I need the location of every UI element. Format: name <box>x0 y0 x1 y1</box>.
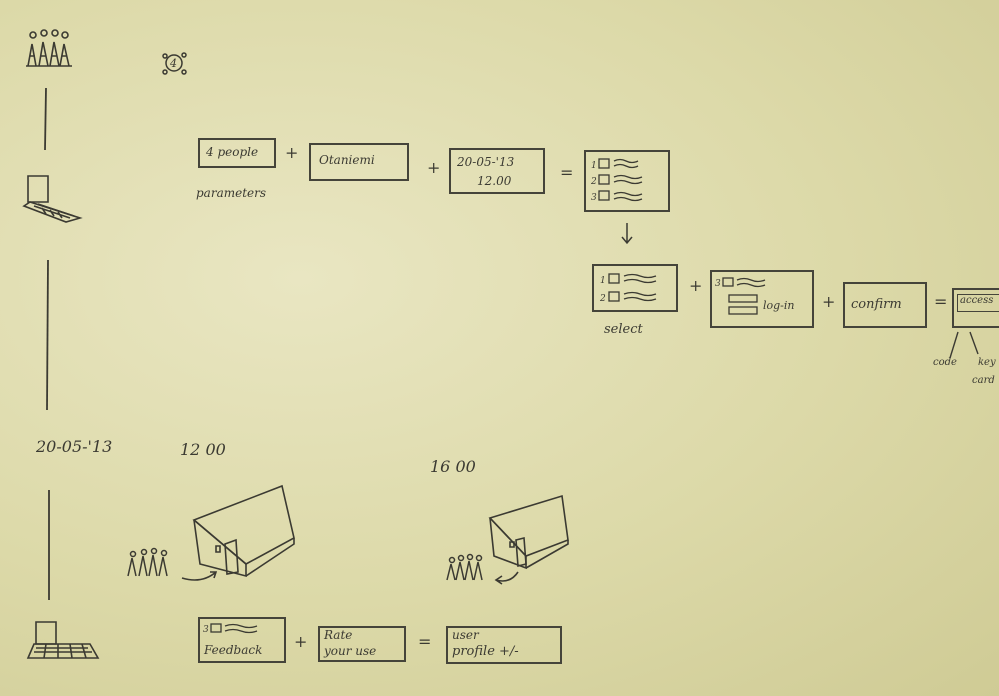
group-count-badge-icon: 4 <box>160 50 190 76</box>
building-exit-icon <box>440 494 580 590</box>
select-list-box: 1 2 <box>592 264 678 312</box>
rate-box: Rate your use <box>318 626 406 662</box>
date-param-text: 20-05-'13 <box>457 155 514 169</box>
feedback-num: 3 <box>203 625 209 635</box>
equals-sign-3: = <box>418 632 431 651</box>
location-param-box: Otaniemi <box>309 143 409 181</box>
laptop-icon-2 <box>26 618 106 668</box>
login-form-icon: 3 log-in <box>715 275 811 325</box>
group-count-text: 4 <box>169 57 177 70</box>
people-group-icon <box>24 28 78 72</box>
feedback-box: 3 Feedback <box>198 617 286 663</box>
rate-text: Rate <box>324 628 352 642</box>
profile-text: profile +/- <box>452 644 519 659</box>
building-entry-icon <box>120 484 300 588</box>
results-list-box: 1 2 3 <box>584 150 670 212</box>
people-param-text: 4 people <box>206 145 258 159</box>
feedback-form-icon: 3 <box>203 621 283 641</box>
plus-sign-4: + <box>822 292 835 311</box>
login-num: 3 <box>715 279 721 289</box>
user-text: user <box>452 628 479 642</box>
down-arrow-icon <box>620 222 634 246</box>
laptop-icon <box>20 172 90 224</box>
plus-sign-5: + <box>294 632 307 651</box>
access-box: access <box>952 288 999 328</box>
access-text: access <box>960 295 993 306</box>
result-num-3: 3 <box>591 193 597 203</box>
select-list-icon: 1 2 <box>598 270 674 310</box>
plus-sign-2: + <box>427 158 440 177</box>
confirm-box: confirm <box>843 282 927 328</box>
timeline-start-time: 12 00 <box>180 440 226 459</box>
datetime-param-box: 20-05-'13 12.00 <box>449 148 545 194</box>
login-box: 3 log-in <box>710 270 814 328</box>
user-profile-box: user profile +/- <box>446 626 562 664</box>
login-label: log-in <box>763 299 795 312</box>
select-num-1: 1 <box>600 276 606 286</box>
plus-sign-1: + <box>285 143 298 162</box>
timeline-line <box>40 80 60 640</box>
select-num-2: 2 <box>599 294 606 304</box>
location-param-text: Otaniemi <box>319 153 375 167</box>
time-param-text: 12.00 <box>477 174 511 188</box>
access-inner-box: access <box>957 294 999 312</box>
params-label: parameters <box>196 186 266 200</box>
code-label: code <box>933 357 957 368</box>
key-label: key <box>978 357 996 368</box>
result-num-1: 1 <box>591 161 597 171</box>
timeline-end-time: 16 00 <box>430 457 476 476</box>
timeline-date: 20-05-'13 <box>36 437 112 456</box>
card-label: card <box>972 375 995 386</box>
confirm-text: confirm <box>851 297 902 312</box>
your-use-text: your use <box>324 644 376 658</box>
select-label: select <box>604 322 643 337</box>
results-list-icon: 1 2 3 <box>590 156 666 208</box>
feedback-text: Feedback <box>204 643 262 657</box>
equals-sign-1: = <box>560 163 573 182</box>
equals-sign-2: = <box>934 292 947 311</box>
result-num-2: 2 <box>590 177 597 187</box>
plus-sign-3: + <box>689 276 702 295</box>
people-param-box: 4 people <box>198 138 276 168</box>
